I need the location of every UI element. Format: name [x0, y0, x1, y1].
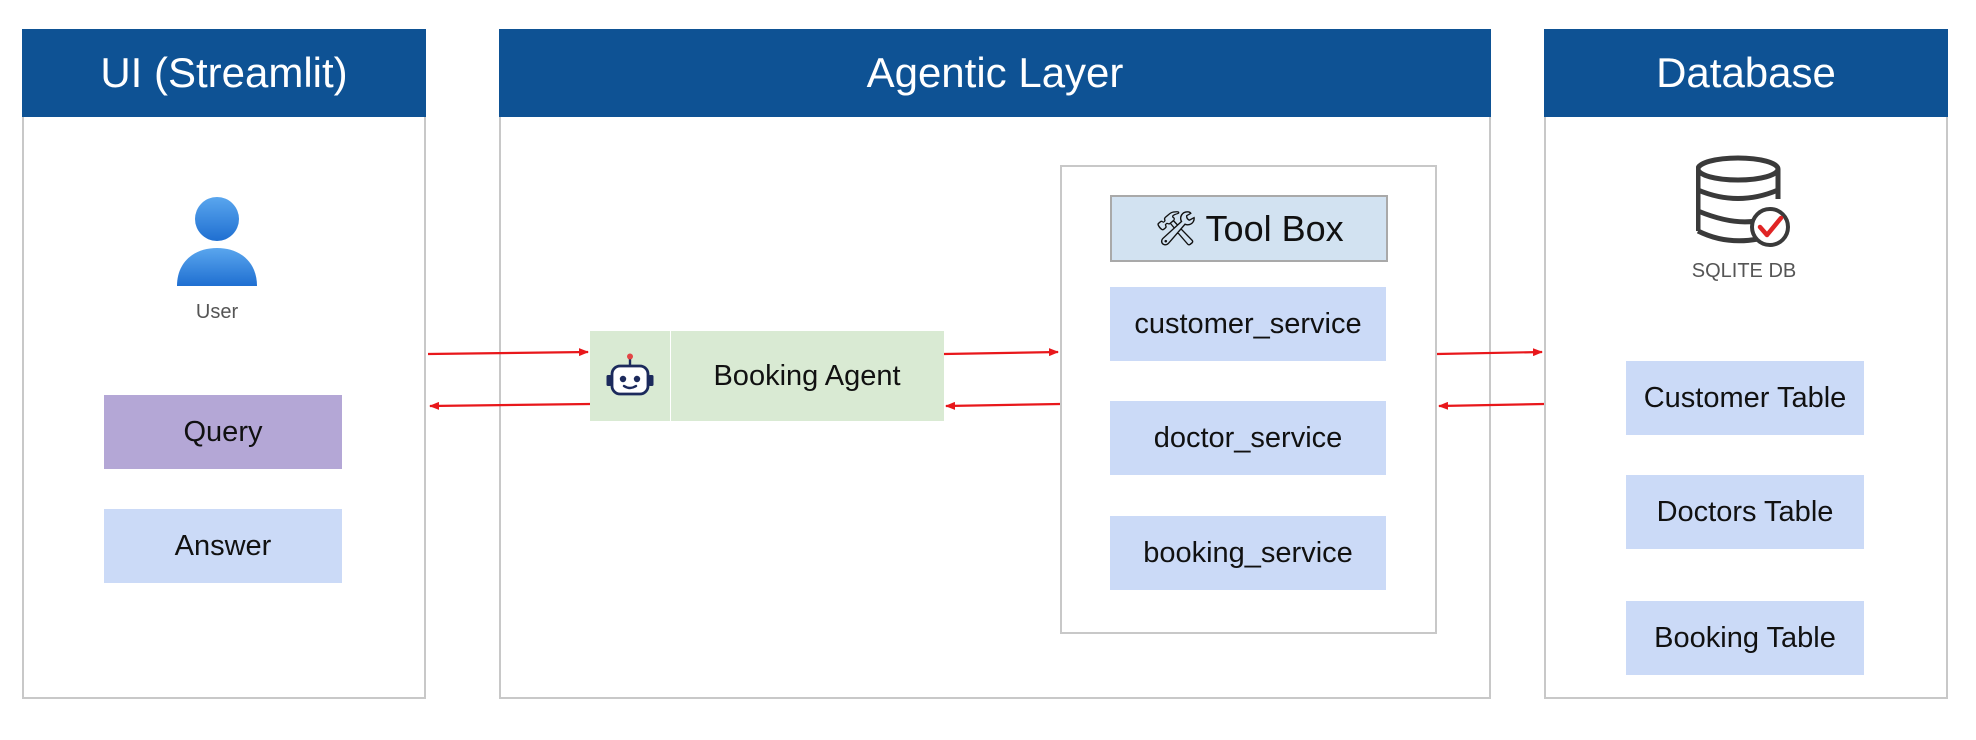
- database-check-icon: [1696, 155, 1790, 247]
- booking-agent-label: Booking Agent: [713, 359, 901, 392]
- user-caption: User: [195, 301, 239, 323]
- arrow-toolbox-to-db: [1436, 348, 1543, 357]
- toolbox-title-box: 🛠 Tool Box: [1110, 195, 1388, 262]
- tools-icon: 🛠: [1154, 209, 1198, 248]
- doctors-table-box: Doctors Table: [1626, 475, 1864, 549]
- tool-booking-service: booking_service: [1110, 516, 1386, 590]
- ui-panel: UI (Streamlit): [22, 29, 426, 699]
- booking-table-box: Booking Table: [1626, 601, 1864, 675]
- database-panel-title: Database: [1544, 29, 1948, 117]
- arrow-agent-to-toolbox: [943, 348, 1059, 357]
- db-caption: SQLITE DB: [1691, 260, 1797, 282]
- agentic-layer-title: Agentic Layer: [499, 29, 1491, 117]
- query-box: Query: [104, 395, 342, 469]
- arrow-db-to-toolbox: [1438, 401, 1545, 410]
- arrow-agent-to-ui: [429, 401, 591, 410]
- customer-table-box: Customer Table: [1626, 361, 1864, 435]
- database-panel: Database: [1544, 29, 1948, 699]
- tool-doctor-service: doctor_service: [1110, 401, 1386, 475]
- robot-icon: [606, 353, 654, 396]
- user-icon: [177, 197, 257, 286]
- agent-icon-cell: [590, 331, 671, 421]
- arrow-ui-to-agent: [427, 348, 589, 357]
- tool-customer-service: customer_service: [1110, 287, 1386, 361]
- arrow-toolbox-to-agent: [945, 401, 1061, 410]
- booking-agent: Booking Agent: [590, 331, 944, 421]
- ui-panel-title: UI (Streamlit): [22, 29, 426, 117]
- toolbox-title: Tool Box: [1205, 207, 1344, 249]
- answer-box: Answer: [104, 509, 342, 583]
